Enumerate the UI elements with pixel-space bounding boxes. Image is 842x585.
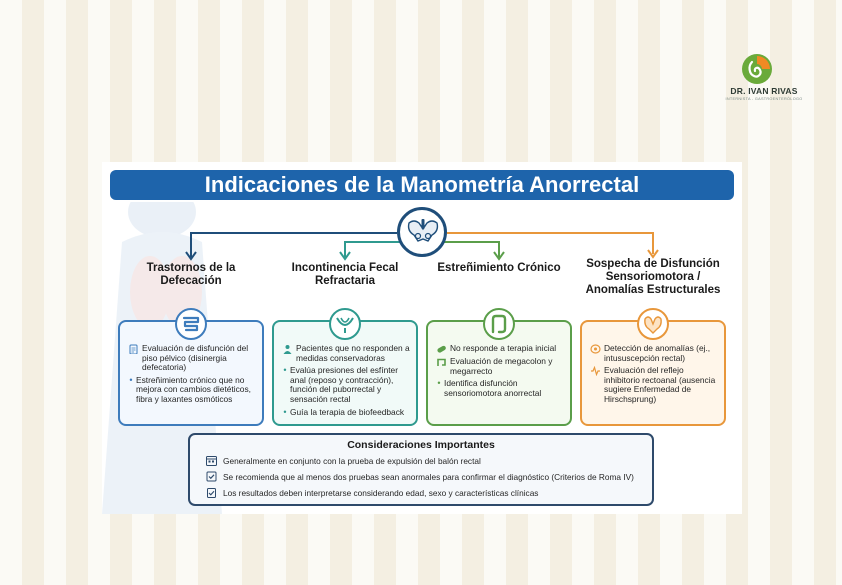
pelvis-icon (397, 207, 447, 257)
item-text: Pacientes que no responden a medidas con… (296, 343, 410, 363)
clipboard-check-icon (207, 488, 216, 498)
pill-icon (437, 345, 446, 353)
category-title-incontinence: Incontinencia Fecal Refractaria (291, 262, 399, 287)
anorectum-icon (637, 308, 669, 340)
list-item: Detección de anomalías (ej., intususcepc… (590, 343, 718, 363)
clipboard-icon (129, 344, 138, 354)
page-title: Indicaciones de la Manometría Anorrectal (110, 170, 734, 200)
list-item: • Guía la terapia de biofeedback (282, 406, 410, 418)
list-item: • Identifica disfunción sensoriomotora a… (436, 378, 564, 398)
infographic: Indicaciones de la Manometría Anorrectal… (102, 162, 742, 514)
item-text: Detección de anomalías (ej., intususcepc… (604, 343, 711, 363)
considerations-title: Consideraciones Importantes (347, 439, 495, 451)
calendar-icon (206, 456, 217, 466)
colon-icon (437, 358, 446, 366)
item-text: Guía la terapia de biofeedback (290, 406, 405, 417)
pelvic-floor-icon (329, 308, 361, 340)
category-title-constipation: Estreñimiento Crónico (437, 262, 561, 274)
brand-logo: DR. IVAN RIVAS INTERNISTA - GASTROENTERÓ… (716, 52, 812, 104)
patient-icon (283, 345, 292, 354)
considerations-item: Se recomienda que al menos dos pruebas s… (206, 471, 634, 482)
considerations-item: Los resultados deben interpretarse consi… (206, 487, 538, 498)
category-card-incontinence: Pacientes que no responden a medidas con… (272, 308, 418, 426)
brand-subtitle: INTERNISTA - GASTROENTERÓLOGO (725, 97, 803, 101)
list-item: • Estreñimiento crónico que no mejora co… (128, 374, 256, 405)
list-item: • Evalúa presiones del esfínter anal (re… (282, 365, 410, 404)
intestine-icon (175, 308, 207, 340)
item-text: Evalúa presiones del esfínter anal (repo… (290, 365, 399, 404)
item-text: Evaluación del reflejo inhibitorio recto… (604, 365, 716, 404)
category-title-defecation: Trastornos de la Defecación (146, 262, 236, 287)
considerations-text: Generalmente en conjunto con la prueba d… (223, 455, 481, 466)
colon-icon (483, 308, 515, 340)
list-item: Evaluación de megacolon y megarrecto (436, 356, 564, 376)
list-item: Pacientes que no responden a medidas con… (282, 343, 410, 363)
connector-lines (185, 232, 659, 261)
checklist-icon (206, 471, 217, 482)
bullet: • (129, 374, 133, 385)
considerations-text: Los resultados deben interpretarse consi… (223, 487, 539, 498)
list-item: Evaluación del reflejo inhibitorio recto… (590, 365, 718, 404)
category-card-constipation: No responde a terapia inicial Evaluación… (426, 308, 572, 426)
category-title-sensorimotor: Sospecha de Disfunción Sensoriomotora / … (585, 258, 721, 296)
bullet: • (283, 406, 287, 417)
brand-logo-icon (742, 54, 772, 84)
bullet: • (437, 378, 441, 389)
bullet: • (283, 365, 287, 376)
item-text: No responde a terapia inicial (450, 343, 557, 353)
reflex-icon (591, 366, 600, 377)
list-item: Evaluación de disfunción del piso pélvic… (128, 343, 256, 373)
category-card-sensorimotor: Detección de anomalías (ej., intususcepc… (580, 308, 726, 426)
category-card-defecation: Evaluación de disfunción del piso pélvic… (118, 308, 264, 426)
item-text: Estreñimiento crónico que no mejora con … (136, 374, 251, 404)
anatomy-icon (590, 344, 601, 354)
brand-name: DR. IVAN RIVAS (730, 86, 798, 96)
considerations-item: Generalmente en conjunto con la prueba d… (206, 455, 481, 466)
list-item: No responde a terapia inicial (436, 343, 564, 354)
item-text: Evaluación de megacolon y megarrecto (450, 356, 553, 376)
considerations-text: Se recomienda que al menos dos pruebas s… (223, 471, 634, 482)
considerations-box: Consideraciones Importantes Generalmente… (188, 433, 654, 506)
item-text: Evaluación de disfunción del piso pélvic… (142, 343, 249, 373)
item-text: Identifica disfunción sensoriomotora ano… (444, 378, 542, 398)
